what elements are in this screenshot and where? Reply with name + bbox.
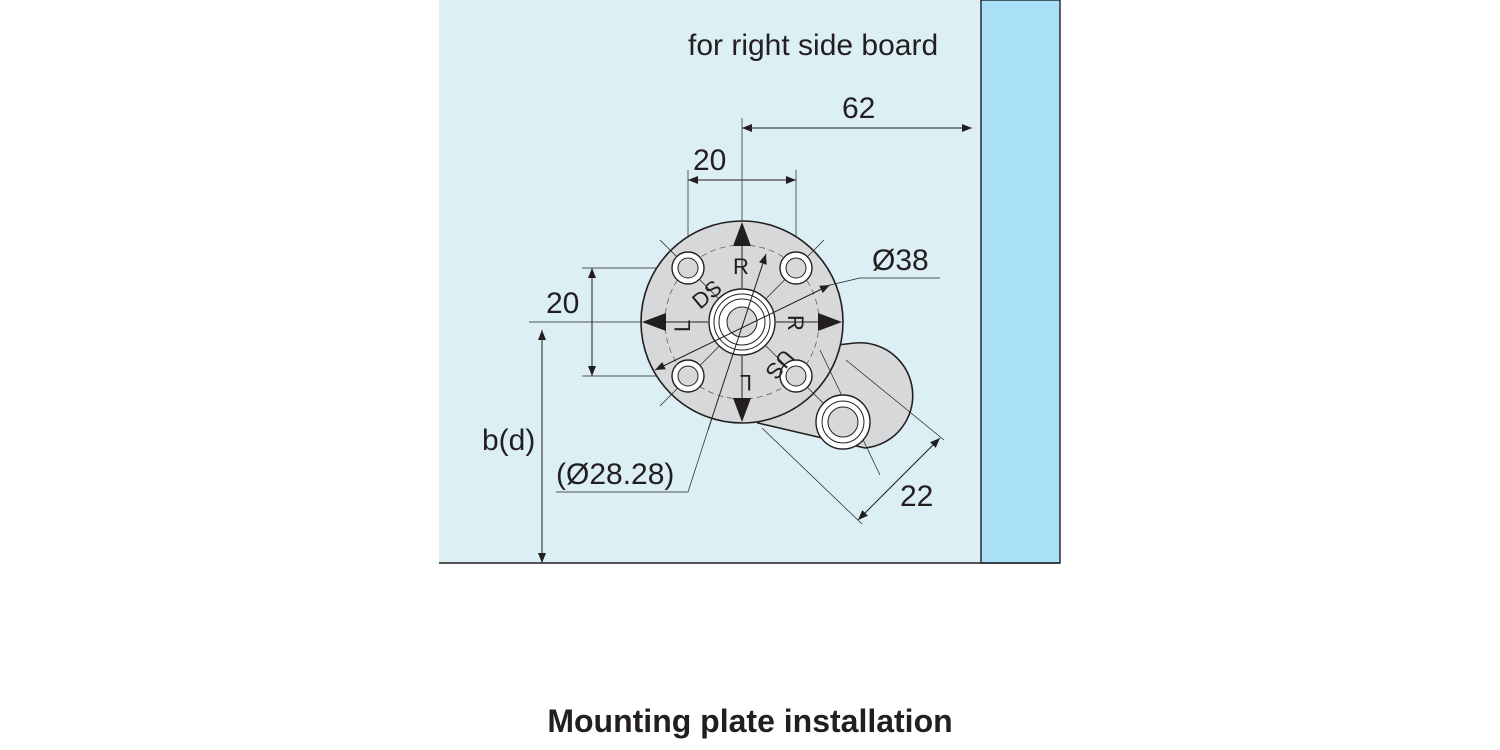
- right-side-board: [980, 0, 1061, 564]
- dimension-diameter-38-label: Ø38: [872, 244, 929, 277]
- dimension-diameter-28-label: (Ø28.28): [556, 458, 674, 491]
- lobe-hole: [815, 394, 871, 450]
- dimension-22-label: 22: [900, 480, 933, 513]
- plate-mark-l-bottom: L: [740, 370, 752, 395]
- dimension-62: 62: [741, 92, 972, 225]
- plate-mark-r-right: R: [783, 315, 808, 331]
- screw-hole-bottom-left: [671, 359, 705, 393]
- plate-mark-r-top: R: [733, 254, 749, 279]
- dimension-diameter-28: (Ø28.28): [556, 253, 767, 493]
- dimension-62-label: 62: [842, 92, 875, 125]
- screw-hole-top-left: [671, 251, 705, 285]
- figure-caption: Mounting plate installation: [547, 703, 953, 739]
- board-note: for right side board: [688, 29, 938, 62]
- dimension-bd: b(d): [482, 321, 650, 563]
- dimension-22: 22: [761, 359, 945, 525]
- dimension-diameter-38: Ø38: [654, 244, 940, 371]
- dimension-bd-label: b(d): [482, 424, 535, 457]
- screw-hole-top-right: [779, 251, 813, 285]
- dimension-20-vertical-label: 20: [546, 287, 579, 320]
- dimension-20-horizontal-label: 20: [693, 144, 726, 177]
- plate-mark-l-left: L: [670, 320, 695, 332]
- dimension-20-horizontal: 20: [687, 144, 797, 268]
